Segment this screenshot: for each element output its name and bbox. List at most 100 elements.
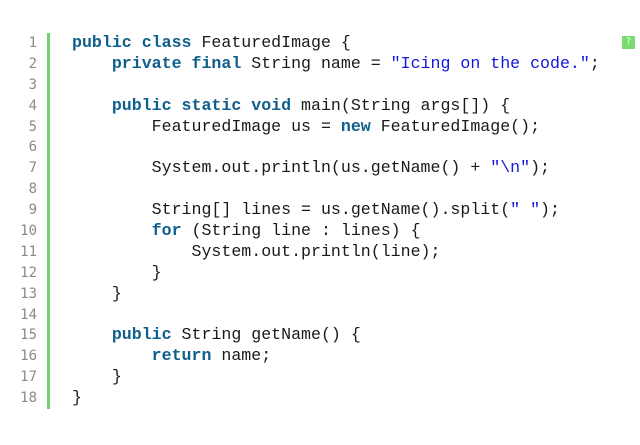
- code-token: );: [530, 158, 550, 178]
- code-line: 12 }: [0, 262, 640, 284]
- change-marker: [47, 53, 50, 75]
- code-token: [72, 54, 112, 73]
- code-text: System.out.println(us.getName() + "\n");: [72, 158, 550, 179]
- code-text: }: [72, 263, 162, 284]
- line-number: 6: [28, 139, 37, 156]
- code-token: ;: [589, 53, 600, 73]
- code-line: 9 String[] lines = us.getName().split(" …: [0, 200, 640, 222]
- code-token: String[] lines = us.getName().split(: [72, 200, 511, 220]
- change-marker: [47, 158, 50, 180]
- code-text: }: [72, 367, 122, 388]
- change-marker: [47, 200, 50, 222]
- line-number: 9: [28, 202, 37, 219]
- code-line: 5 FeaturedImage us = new FeaturedImage()…: [0, 116, 640, 138]
- code-line: 13 }: [0, 283, 640, 305]
- line-number: 14: [20, 306, 37, 323]
- line-number: 11: [20, 243, 37, 260]
- code-token: name;: [211, 346, 272, 366]
- line-number: 2: [28, 55, 37, 72]
- line-number: 4: [28, 97, 37, 114]
- code-text: public String getName() {: [72, 325, 361, 346]
- keyword: new: [340, 116, 371, 136]
- code-text: FeaturedImage us = new FeaturedImage();: [72, 117, 540, 138]
- code-token: [72, 325, 112, 344]
- code-token: }: [72, 367, 122, 387]
- code-text: public static void main(String args[]) {: [72, 96, 510, 117]
- line-number: 3: [28, 76, 37, 93]
- code-text: System.out.println(line);: [72, 242, 440, 263]
- keyword: public: [111, 325, 172, 345]
- code-line: 2 private final String name = "Icing on …: [0, 53, 640, 75]
- code-token: String name =: [241, 53, 391, 73]
- code-line: 16 return name;: [0, 346, 640, 368]
- change-marker: [47, 346, 50, 368]
- line-number: 15: [20, 327, 37, 344]
- code-token: }: [72, 388, 82, 408]
- keyword: for: [151, 221, 182, 241]
- code-token: FeaturedImage us =: [72, 116, 341, 136]
- code-line: 1 public class FeaturedImage {: [0, 33, 640, 54]
- code-token: System.out.println(us.getName() +: [72, 158, 491, 178]
- line-number: 8: [28, 181, 37, 198]
- code-line: 4 public static void main(String args[])…: [0, 95, 640, 117]
- line-number: 10: [20, 223, 37, 240]
- line-number: 18: [20, 390, 37, 407]
- code-line: 17 }: [0, 367, 640, 389]
- change-marker: [47, 262, 50, 284]
- keyword: public static void: [111, 95, 292, 115]
- change-marker: [47, 137, 50, 159]
- line-number: 1: [28, 35, 37, 51]
- line-number: 16: [20, 348, 37, 365]
- code-token: main(String args[]) {: [291, 95, 511, 115]
- code-text: String[] lines = us.getName().split(" ")…: [72, 200, 560, 221]
- help-icon[interactable]: ?: [622, 36, 635, 49]
- change-marker: [47, 325, 50, 347]
- code-line: 3: [0, 74, 640, 96]
- code-line: 10 for (String line : lines) {: [0, 221, 640, 242]
- code-text: return name;: [72, 346, 272, 367]
- change-marker: [47, 33, 50, 54]
- code-text: for (String line : lines) {: [72, 221, 421, 242]
- change-marker: [47, 304, 50, 326]
- line-number: 7: [28, 160, 37, 177]
- code-token: );: [540, 200, 560, 220]
- string-literal: " ": [510, 200, 541, 220]
- line-number: 13: [20, 285, 37, 302]
- change-marker: [47, 74, 50, 96]
- line-number: 17: [20, 369, 37, 386]
- change-marker: [47, 367, 50, 389]
- keyword: public class: [72, 33, 192, 52]
- code-line: 8: [0, 179, 640, 201]
- string-literal: "Icing on the code.": [390, 53, 590, 73]
- code-text: public class FeaturedImage {: [72, 33, 351, 54]
- code-text: }: [72, 284, 122, 305]
- code-token: }: [72, 262, 162, 282]
- code-token: (String line : lines) {: [181, 221, 421, 241]
- code-line: 14: [0, 304, 640, 326]
- code-token: System.out.println(line);: [72, 241, 441, 261]
- code-token: FeaturedImage {: [191, 33, 351, 52]
- change-marker: [47, 179, 50, 201]
- keyword: return: [151, 346, 212, 366]
- change-marker: [47, 221, 50, 242]
- change-marker: [47, 388, 50, 410]
- change-marker: [47, 283, 50, 305]
- string-literal: "\n": [490, 158, 531, 178]
- code-text: }: [72, 388, 82, 409]
- code-line: 18}: [0, 388, 640, 410]
- code-line: 11 System.out.println(line);: [0, 241, 640, 263]
- code-token: [72, 96, 112, 115]
- change-marker: [47, 95, 50, 117]
- change-marker: [47, 241, 50, 263]
- keyword: private final: [111, 53, 242, 73]
- change-marker: [47, 116, 50, 138]
- line-number: 12: [20, 264, 37, 281]
- code-line: 6: [0, 137, 640, 159]
- code-token: String getName() {: [171, 325, 361, 345]
- code-line: 15 public String getName() {: [0, 325, 640, 347]
- line-number: 5: [28, 118, 37, 135]
- code-line: 7 System.out.println(us.getName() + "\n"…: [0, 158, 640, 180]
- code-token: FeaturedImage();: [370, 116, 541, 136]
- code-token: [72, 346, 152, 365]
